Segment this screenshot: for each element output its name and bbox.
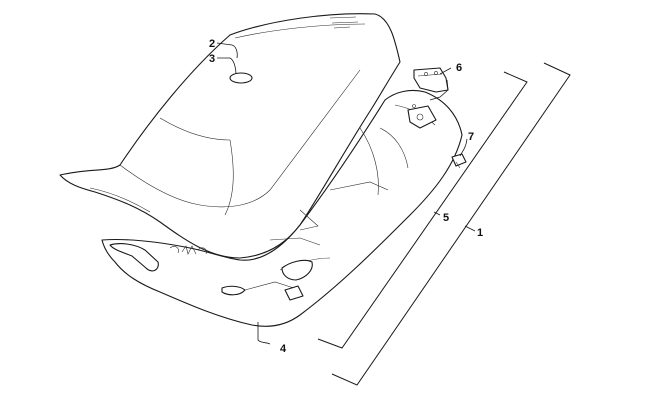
callout-4: 4 — [280, 343, 287, 355]
bracket-1 — [331, 62, 571, 386]
fastener — [451, 153, 467, 169]
leader-lines — [216, 42, 476, 345]
callout-1: 1 — [477, 227, 483, 239]
callout-5: 5 — [443, 212, 449, 224]
latch-bracket — [413, 67, 449, 93]
callout-3: 3 — [209, 53, 215, 65]
callout-7: 7 — [468, 131, 474, 143]
callout-2: 2 — [209, 38, 215, 50]
seat-cover — [59, 13, 401, 259]
seat-base — [101, 89, 463, 327]
seat-patch — [229, 72, 253, 84]
bracket-5 — [317, 71, 528, 349]
callout-6: 6 — [456, 62, 462, 74]
